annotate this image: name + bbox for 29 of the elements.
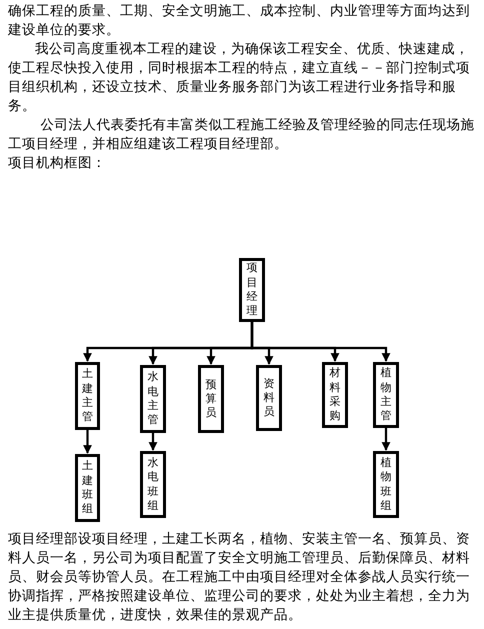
- org-box: [256, 365, 282, 431]
- org-box: [140, 451, 166, 518]
- box-label: 材料采购: [330, 366, 340, 424]
- box-label: 土建主管: [82, 367, 93, 425]
- org-box: [198, 365, 224, 433]
- arrow: [250, 322, 390, 362]
- box-label: 水电班组: [148, 456, 158, 514]
- box-label: 植物班组: [380, 456, 392, 514]
- org-box: [140, 365, 166, 433]
- arrow: [382, 428, 390, 451]
- org-box: [373, 451, 399, 518]
- org-box: [373, 362, 399, 428]
- paragraph: 项目机构框图：: [8, 154, 107, 173]
- org-box: [322, 362, 348, 428]
- box-label: 项目经理: [246, 261, 258, 319]
- paragraph: 项目经理部设项目经理，土建工长两名，植物、安装主管一名、预算员、资料人员一名，另公司为项目配置了安全文明施工管理员、后勤保障员、材料员、财会员等协管人员。在工程施工中由项目经理对全体参战人员实行统一协调指挥，严格按照建设单位、监理公司的要求，处处为业主着想，全力为业主提供质量优，进度快，效果佳的景观产品。: [8, 530, 471, 625]
- box-label: 水电主管: [148, 370, 158, 428]
- box-label: 预算员: [206, 378, 216, 420]
- arrow: [148, 433, 158, 451]
- paragraph: 确保工程的质量、工期、安全文明施工、成本控制、内业管理等方面均达到建设单位的要求。: [8, 2, 471, 40]
- box-label: 土建班组: [82, 459, 93, 517]
- org-box: [75, 454, 100, 522]
- arrow: [83, 430, 92, 454]
- org-box: [75, 362, 100, 430]
- box-label: 植物主管: [380, 366, 392, 424]
- paragraph: 公司法人代表委托有丰富类似工程施工经验及管理经验的同志任现场施工项目经理，并相应组建该工程项目经理部。: [8, 116, 476, 154]
- box-label: 资料员: [264, 376, 274, 420]
- org-box: [239, 258, 265, 322]
- paragraph: 我公司高度重视本工程的建设，为确保该工程安全、优质、快速建成，使工程尽快投入使用，同时根据本工程的特点，建立直线－－部门控制式项目组织机构，还设立技术、质量业务服务部门为该工程进行业务指导和服务。: [8, 40, 471, 116]
